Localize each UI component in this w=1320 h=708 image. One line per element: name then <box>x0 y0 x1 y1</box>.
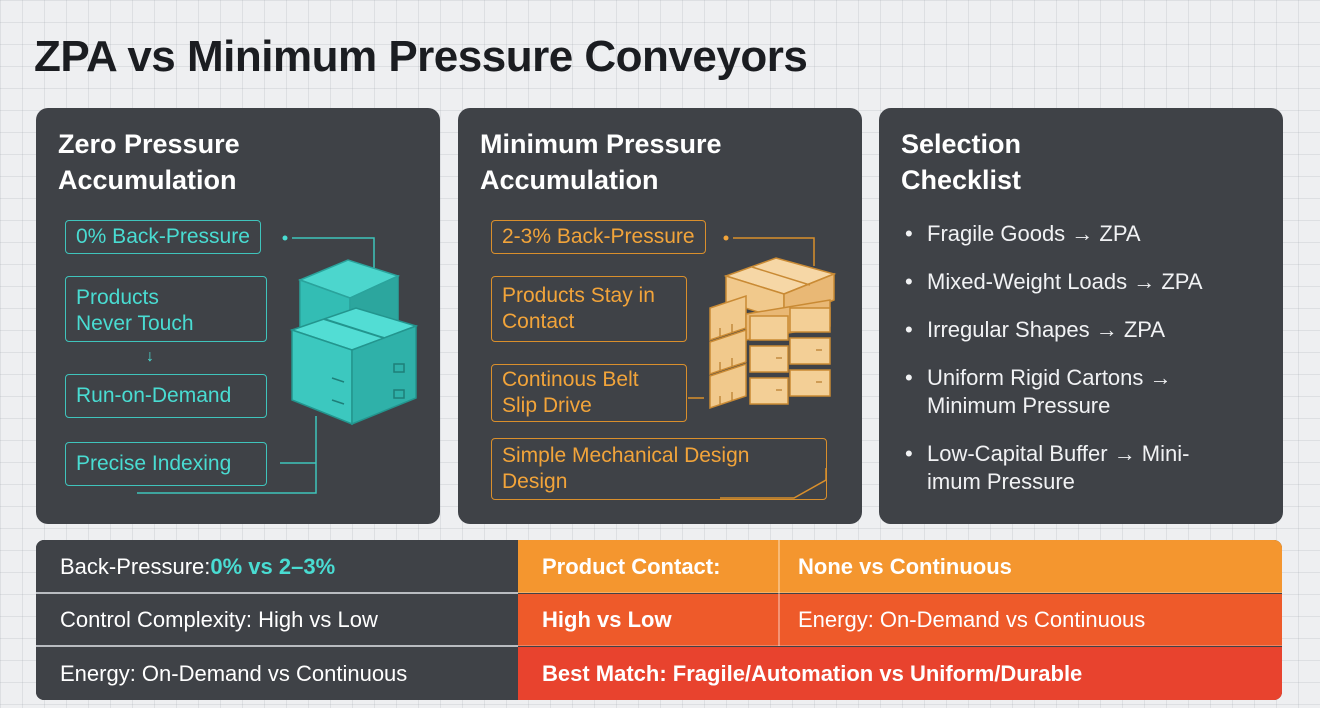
row3-right: Best Match: Fragile/Automation vs Unifor… <box>518 647 1282 700</box>
zpa-box-precise-indexing: Precise Indexing <box>65 442 267 486</box>
row1-left-label: Back-Pressure: <box>60 553 211 579</box>
zpa-box-never-touch: Products Never Touch <box>65 276 267 342</box>
checklist: Fragile Goods → ZPA Mixed-Weight Loads →… <box>903 220 1257 516</box>
checklist-item: Fragile Goods → ZPA <box>903 220 1257 248</box>
checklist-panel-title: Selection Checklist <box>901 129 1022 195</box>
column-divider <box>778 540 780 646</box>
zpa-box-run-on-demand: Run-on-Demand <box>65 374 267 418</box>
row1-right: None vs Continuous <box>798 553 1012 579</box>
row1-left-value: 0% vs 2–3% <box>210 553 336 579</box>
row2-left-cell: Control Complexity: High vs Low <box>36 594 518 646</box>
mpa-panel-title: Minimum Pressure Accumulation <box>480 129 722 195</box>
zpa-panel-title: Zero Pressure Accumulation <box>58 129 240 195</box>
row2-accent-cell: High vs Low Energy: On-Demand vs Continu… <box>518 594 1282 646</box>
row1-left-cell: Back-Pressure: 0% vs 2–3% <box>36 540 518 593</box>
zpa-panel: Zero Pressure Accumulation 0% Back-Press… <box>36 108 440 524</box>
row1-accent-cell: Product Contact: None vs Continuous <box>518 540 1282 593</box>
mpa-box-simple-design: Simple Mechanical Design Design <box>491 438 827 500</box>
zpa-box-back-pressure: 0% Back-Pressure <box>65 220 261 254</box>
open-box-icon <box>289 259 419 426</box>
mpa-panel: Minimum Pressure Accumulation 2-3% Back-… <box>458 108 862 524</box>
row3-left-cell: Energy: On-Demand vs Continuous <box>36 647 518 700</box>
row-divider <box>36 645 518 647</box>
row1-mid: Product Contact: <box>542 553 721 579</box>
stacked-boxes-icon <box>709 257 837 410</box>
mpa-box-stay-in-contact: Products Stay in Contact <box>491 276 687 342</box>
checklist-panel: Selection Checklist Fragile Goods → ZPA … <box>879 108 1283 524</box>
mpa-box-back-pressure: 2-3% Back-Pressure <box>491 220 706 254</box>
mpa-box-belt-slip-drive: Continous Belt Slip Drive <box>491 364 687 422</box>
comparison-table: Back-Pressure: 0% vs 2–3% Product Contac… <box>36 540 1282 700</box>
row2-right: Energy: On-Demand vs Continuous <box>798 607 1146 632</box>
page-title: ZPA vs Minimum Pressure Conveyors <box>34 32 808 81</box>
checklist-item: Uniform Rigid Cartons → Minimum Pressure <box>903 364 1227 420</box>
row-divider <box>36 592 518 594</box>
row-divider <box>518 592 1282 593</box>
checklist-item: Mixed-Weight Loads → ZPA <box>903 268 1257 296</box>
down-arrow-icon: ↓ <box>146 348 154 365</box>
row-divider <box>518 645 1282 646</box>
row2-mid: High vs Low <box>542 607 672 632</box>
checklist-item: Low-Capital Buffer → Mini-imum Pressure <box>903 440 1237 496</box>
checklist-item: Irregular Shapes → ZPA <box>903 316 1257 344</box>
